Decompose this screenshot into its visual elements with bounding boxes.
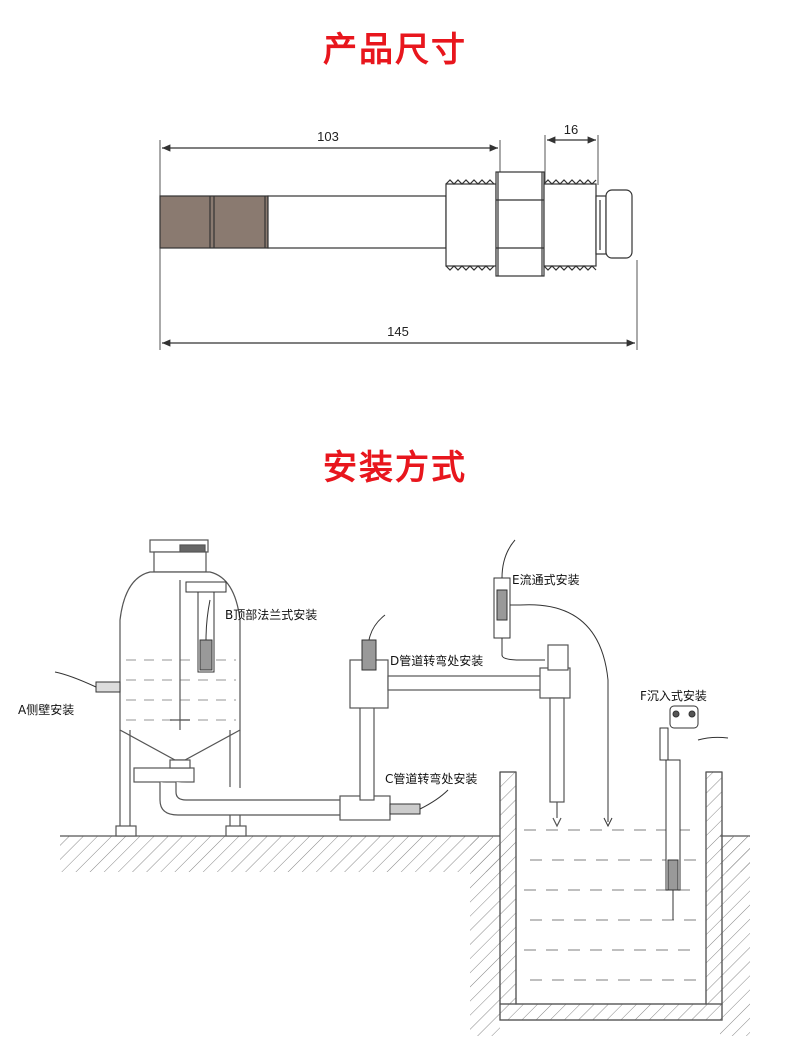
label-flow-through-install: E流通式安装 (512, 572, 580, 587)
probe-d (361, 614, 386, 671)
dimension-drawing: 103 16 20 145 (159, 122, 638, 350)
ground (60, 835, 750, 1036)
label-pipe-bend-install-d: D管道转弯处安装 (390, 653, 483, 668)
thread-fitting (445, 171, 633, 277)
installation-section-title: 安装方式 (323, 448, 467, 488)
water-pit (499, 771, 723, 1021)
dim-label-103: 103 (317, 129, 339, 144)
probe-a (54, 671, 121, 693)
probe-e (493, 539, 613, 828)
probe-c (389, 789, 449, 815)
probe-f (659, 705, 729, 920)
dimensions-section-title: 产品尺寸 (323, 30, 467, 70)
label-pipe-bend-install-c: C管道转弯处安装 (385, 771, 477, 786)
probe-body (159, 195, 447, 249)
label-side-wall-install: A侧壁安装 (18, 702, 74, 717)
label-top-flange-install: B顶部法兰式安装 (225, 607, 317, 622)
label-immersion-install: F沉入式安装 (640, 688, 707, 703)
dim-label-145: 145 (387, 324, 409, 339)
process-pipe (159, 644, 571, 828)
probe-b (185, 581, 227, 673)
dim-label-16: 16 (564, 122, 578, 137)
